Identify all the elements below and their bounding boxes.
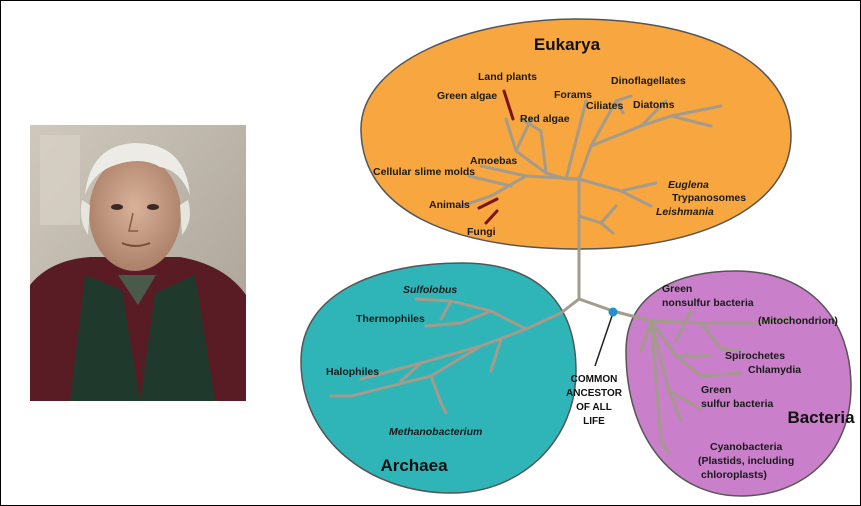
label-trypanosomes: Trypanosomes — [672, 192, 746, 204]
ancestor-line-1: COMMON — [571, 374, 618, 385]
label-dinoflagellates: Dinoflagellates — [611, 75, 686, 87]
label-green-nonsulfur-1: Green — [662, 283, 692, 295]
label-chloroplasts: chloroplasts) — [701, 469, 767, 481]
label-chlamydia: Chlamydia — [748, 364, 801, 376]
label-diatoms: Diatoms — [633, 99, 675, 111]
label-green-nonsulfur-2: nonsulfur bacteria — [662, 297, 754, 309]
ancestor-line-2: ANCESTOR — [566, 388, 623, 399]
domain-title-bacteria: Bacteria — [787, 408, 855, 427]
label-ciliates: Ciliates — [586, 100, 624, 112]
label-thermophiles: Thermophiles — [356, 313, 425, 325]
label-cellular-slime-molds: Cellular slime molds — [373, 166, 475, 178]
domain-title-archaea: Archaea — [380, 456, 448, 475]
label-sulfolobus: Sulfolobus — [403, 284, 457, 296]
domain-title-eukarya: Eukarya — [534, 35, 601, 54]
label-euglena: Euglena — [668, 179, 709, 191]
label-green-sulfur-1: Green — [701, 384, 731, 396]
label-animals: Animals — [429, 199, 470, 211]
ancestor-pointer — [595, 313, 613, 366]
label-green-sulfur-2: sulfur bacteria — [701, 398, 774, 410]
label-cyanobacteria: Cyanobacteria — [710, 441, 783, 453]
label-land-plants: Land plants — [478, 71, 537, 83]
label-amoebas: Amoebas — [470, 155, 517, 167]
label-green-algae: Green algae — [437, 90, 497, 102]
label-plastids: (Plastids, including — [698, 455, 794, 467]
label-halophiles: Halophiles — [326, 366, 379, 378]
label-red-algae: Red algae — [520, 113, 570, 125]
label-fungi: Fungi — [467, 226, 496, 238]
label-spirochetes: Spirochetes — [725, 350, 785, 362]
label-leishmania: Leishmania — [656, 206, 714, 218]
common-ancestor-label: COMMON ANCESTOR OF ALL LIFE — [566, 374, 623, 427]
ancestor-line-3: OF ALL — [576, 402, 612, 413]
common-ancestor-dot — [609, 308, 618, 317]
label-methanobacterium: Methanobacterium — [389, 426, 482, 438]
label-mitochondrion: (Mitochondrion) — [758, 315, 838, 327]
ancestor-line-4: LIFE — [583, 416, 605, 427]
